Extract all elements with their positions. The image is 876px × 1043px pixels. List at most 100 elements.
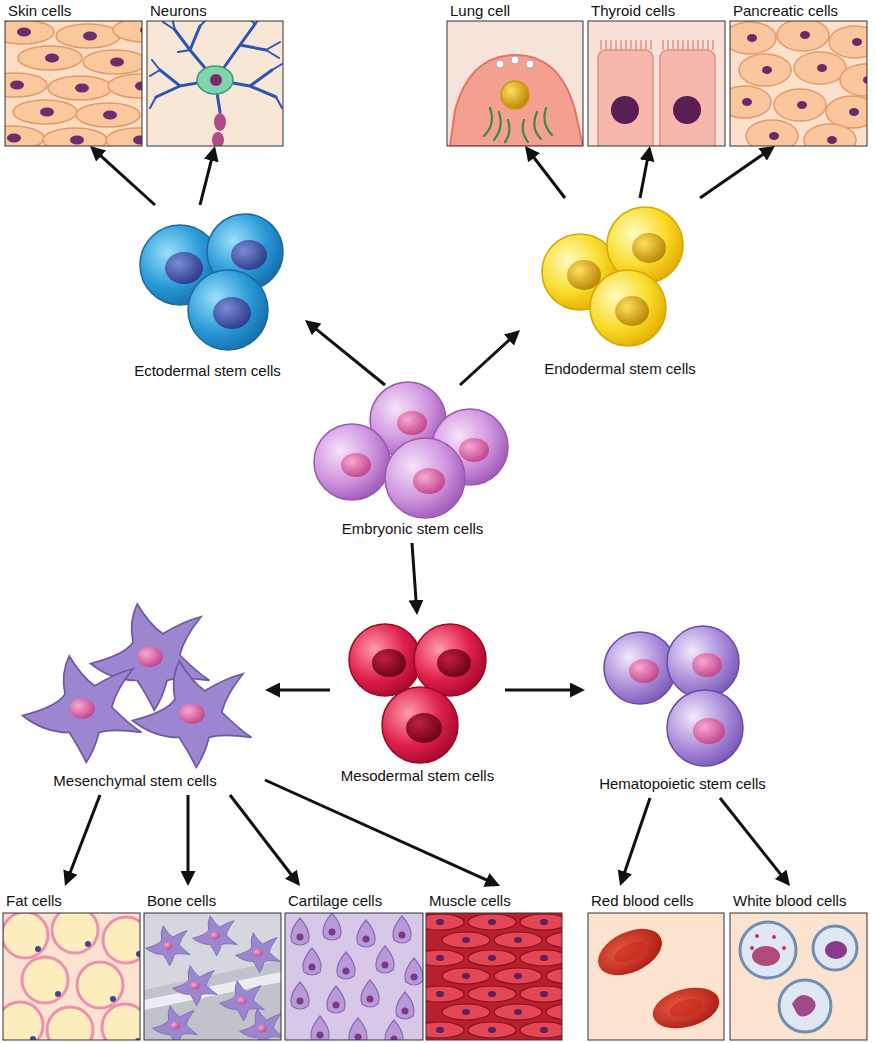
connector-arrow xyxy=(230,795,293,877)
white-blood-cells-image xyxy=(730,913,867,1040)
fat-cells-image xyxy=(22,957,68,1003)
muscle-cells-image xyxy=(426,913,562,1040)
pancreatic-cells-image xyxy=(826,96,867,128)
tile-border xyxy=(588,913,724,1040)
mesodermal-cells-drawing xyxy=(372,649,406,677)
cartilage-cells-image xyxy=(327,986,345,1013)
neuron-image xyxy=(150,21,282,108)
connector-arrow xyxy=(700,153,765,198)
pancreatic-cells-image xyxy=(739,54,791,86)
cartilage-cells-image xyxy=(357,920,375,947)
muscle-cells-image xyxy=(546,968,562,984)
cell-image-tile: Thyroid cells xyxy=(588,0,725,146)
lung-cell-image xyxy=(447,21,583,146)
lung-cell-image xyxy=(501,81,529,109)
cell-image-tile: Bone cells xyxy=(144,886,281,1041)
red-blood-cells-image xyxy=(611,938,649,967)
connector-arrow xyxy=(505,689,573,692)
muscle-cells-image xyxy=(426,1022,464,1038)
cartilage-cells-image xyxy=(361,980,379,1007)
muscle-cells-image xyxy=(426,950,464,966)
cartilage-cells-image xyxy=(396,992,414,1019)
mesenchymal-cells-drawing xyxy=(22,656,141,762)
mesodermal-cells-drawing xyxy=(382,687,458,763)
white-blood-cells-image xyxy=(772,935,776,939)
embryonic-cells-drawing xyxy=(341,453,371,477)
cartilage-cells-image xyxy=(303,948,321,975)
red-blood-cells-image xyxy=(648,981,724,1035)
pancreatic-cells-image xyxy=(794,52,846,84)
ectodermal-cells-drawing xyxy=(213,297,251,329)
red-blood-cells-image xyxy=(591,920,670,985)
mesodermal-cells-drawing xyxy=(406,713,442,743)
fat-cells-image xyxy=(77,962,123,1008)
cartilage-cells-image xyxy=(376,946,394,973)
tile-border xyxy=(447,21,583,146)
cell-label: Red blood cells xyxy=(591,892,694,910)
connector-arrow xyxy=(265,780,489,881)
cartilage-cells-image xyxy=(405,958,423,985)
skin-cells-image xyxy=(5,73,47,97)
skin-cells-image xyxy=(5,126,44,146)
cartilage-cells-image xyxy=(393,916,411,943)
hematopoietic-cells-drawing xyxy=(667,626,739,698)
embryonic-cells-drawing xyxy=(459,438,489,462)
skin-cells-image xyxy=(48,76,112,100)
hematopoietic-cells-drawing xyxy=(629,659,659,683)
bone-cells-image xyxy=(173,966,218,1006)
mesenchymal-cells-drawing xyxy=(22,604,251,767)
white-blood-cells-image xyxy=(752,946,780,966)
lung-cell-image xyxy=(526,60,534,68)
hematopoietic-cells-drawing xyxy=(693,718,725,744)
thyroid-cells-image xyxy=(660,50,715,146)
stem-cell-cluster: Ectodermal stem cells xyxy=(110,205,305,385)
cell-image-tile: Neurons xyxy=(147,0,283,146)
cell-label: Endodermal stem cells xyxy=(520,360,720,378)
fat-cells-image xyxy=(3,913,48,958)
muscle-cells-image xyxy=(520,1022,562,1038)
endodermal-cells-drawing xyxy=(542,207,683,346)
skin-cells-image xyxy=(106,128,142,146)
connector-arrow xyxy=(412,543,416,603)
stem-cell-cluster: Endodermal stem cells xyxy=(520,198,720,383)
fat-cells-image xyxy=(102,1004,140,1040)
cartilage-cells-image xyxy=(291,918,309,945)
embryonic-cells-drawing xyxy=(397,411,427,435)
connector-arrow xyxy=(532,156,565,199)
muscle-cells-image xyxy=(468,986,516,1002)
connector-arrow xyxy=(624,798,650,875)
hematopoietic-cells-drawing xyxy=(604,626,743,766)
bone-cells-image xyxy=(240,1009,281,1040)
stem-cell-cluster: Embryonic stem cells xyxy=(305,385,520,543)
neuron-image xyxy=(214,113,226,131)
cartilage-cells-image xyxy=(291,982,309,1009)
cell-image-tile: Fat cells xyxy=(3,886,140,1041)
white-blood-cells-image xyxy=(792,995,816,1016)
cell-label: Lung cell xyxy=(450,2,510,20)
cell-image-tile: White blood cells xyxy=(730,886,867,1041)
bone-cells-image xyxy=(153,1006,198,1040)
tile-border xyxy=(588,21,725,146)
cartilage-cells-image xyxy=(385,1020,403,1040)
cell-image-tile: Red blood cells xyxy=(588,886,724,1041)
skin-cells-image xyxy=(113,21,142,42)
cell-label: Cartilage cells xyxy=(288,892,382,910)
ectodermal-cells-drawing xyxy=(165,252,203,284)
connector-arrow xyxy=(277,689,330,692)
muscle-cells-image xyxy=(494,968,542,984)
bone-cells-image xyxy=(236,933,281,973)
pancreatic-cells-image xyxy=(840,64,867,96)
muscle-cells-image xyxy=(426,914,464,930)
muscle-cells-image xyxy=(468,950,516,966)
pancreatic-cells-image xyxy=(804,124,856,146)
cell-label: Embryonic stem cells xyxy=(305,520,520,538)
cell-label: Mesodermal stem cells xyxy=(330,767,505,785)
lung-cell-image xyxy=(496,60,504,68)
white-blood-cells-image xyxy=(755,934,759,938)
neuron-image xyxy=(212,132,224,146)
cartilage-cells-image xyxy=(311,1016,329,1040)
tile-border xyxy=(730,21,867,146)
cell-label: Neurons xyxy=(150,2,207,20)
muscle-cells-image xyxy=(520,950,562,966)
muscle-cells-image xyxy=(442,1004,490,1020)
